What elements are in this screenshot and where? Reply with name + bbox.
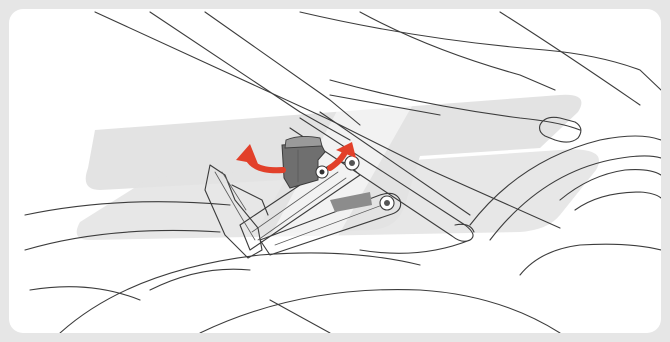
illustration-panel [9,9,661,333]
technical-illustration [9,9,661,333]
